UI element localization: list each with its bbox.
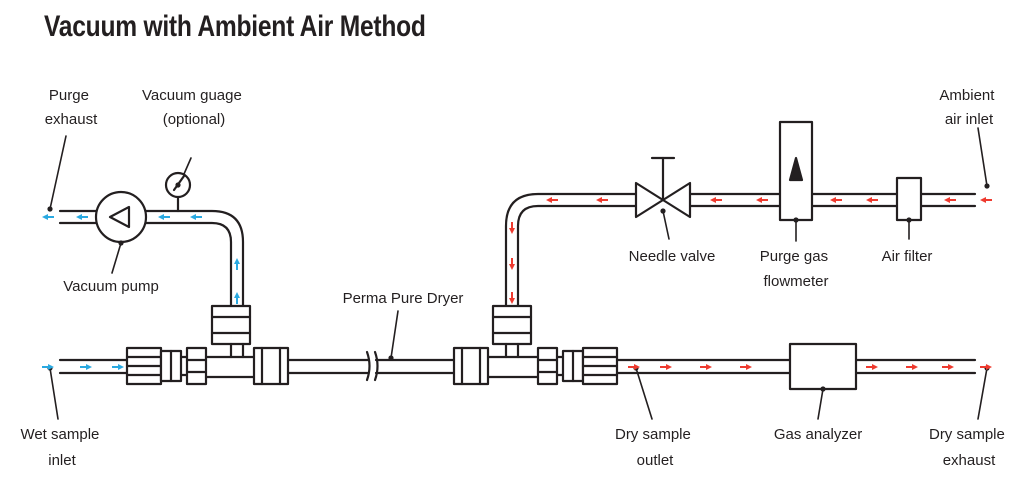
diagram-title: Vacuum with Ambient Air Method [44, 10, 426, 43]
vacuum-pump [94, 190, 148, 244]
vacuum-gauge [164, 171, 192, 213]
needle-valve-label: Needle valve [629, 248, 716, 265]
purge-gas-flowmeter-label: Purge gas flowmeter [760, 248, 833, 290]
vacuum-pump-to-dryer-pipe [144, 209, 245, 308]
inlet-fitting-assembly [125, 346, 208, 386]
leader-lines [49, 127, 988, 420]
purge-inlet-pipe [504, 192, 977, 308]
air-filter [895, 176, 923, 222]
vacuum-gauge-label: Vacuum guage (optional) [142, 87, 246, 128]
perma-pure-dryer-label: Perma Pure Dryer [343, 290, 464, 307]
wet-sample-inlet-label: Wet sample inlet [20, 426, 103, 469]
perma-pure-dryer-tube [286, 350, 456, 382]
ambient-air-inlet-label: Ambient air inlet [939, 87, 998, 128]
gas-analyzer [788, 342, 858, 391]
outlet-fitting-assembly [536, 346, 619, 386]
air-filter-label: Air filter [882, 248, 933, 265]
right-tee-fitting [452, 304, 540, 386]
dry-sample-exhaust-label: Dry sample exhaust [929, 426, 1009, 469]
wet-sample-inlet-pipe [58, 358, 129, 375]
dry-sample-outlet-pipe [615, 358, 977, 375]
wet-flow-arrows [42, 214, 240, 370]
left-tee-fitting [204, 304, 290, 386]
dry-sample-outlet-label: Dry sample outlet [615, 426, 695, 469]
needle-valve [634, 156, 692, 219]
dry-flow-arrows [509, 197, 992, 370]
purge-exhaust-pipe [58, 209, 99, 225]
purge-exhaust-label: Purge exhaust [45, 87, 98, 128]
vacuum-pump-label: Vacuum pump [63, 278, 159, 295]
gas-analyzer-label: Gas analyzer [774, 426, 862, 443]
purge-gas-flowmeter [778, 120, 814, 222]
